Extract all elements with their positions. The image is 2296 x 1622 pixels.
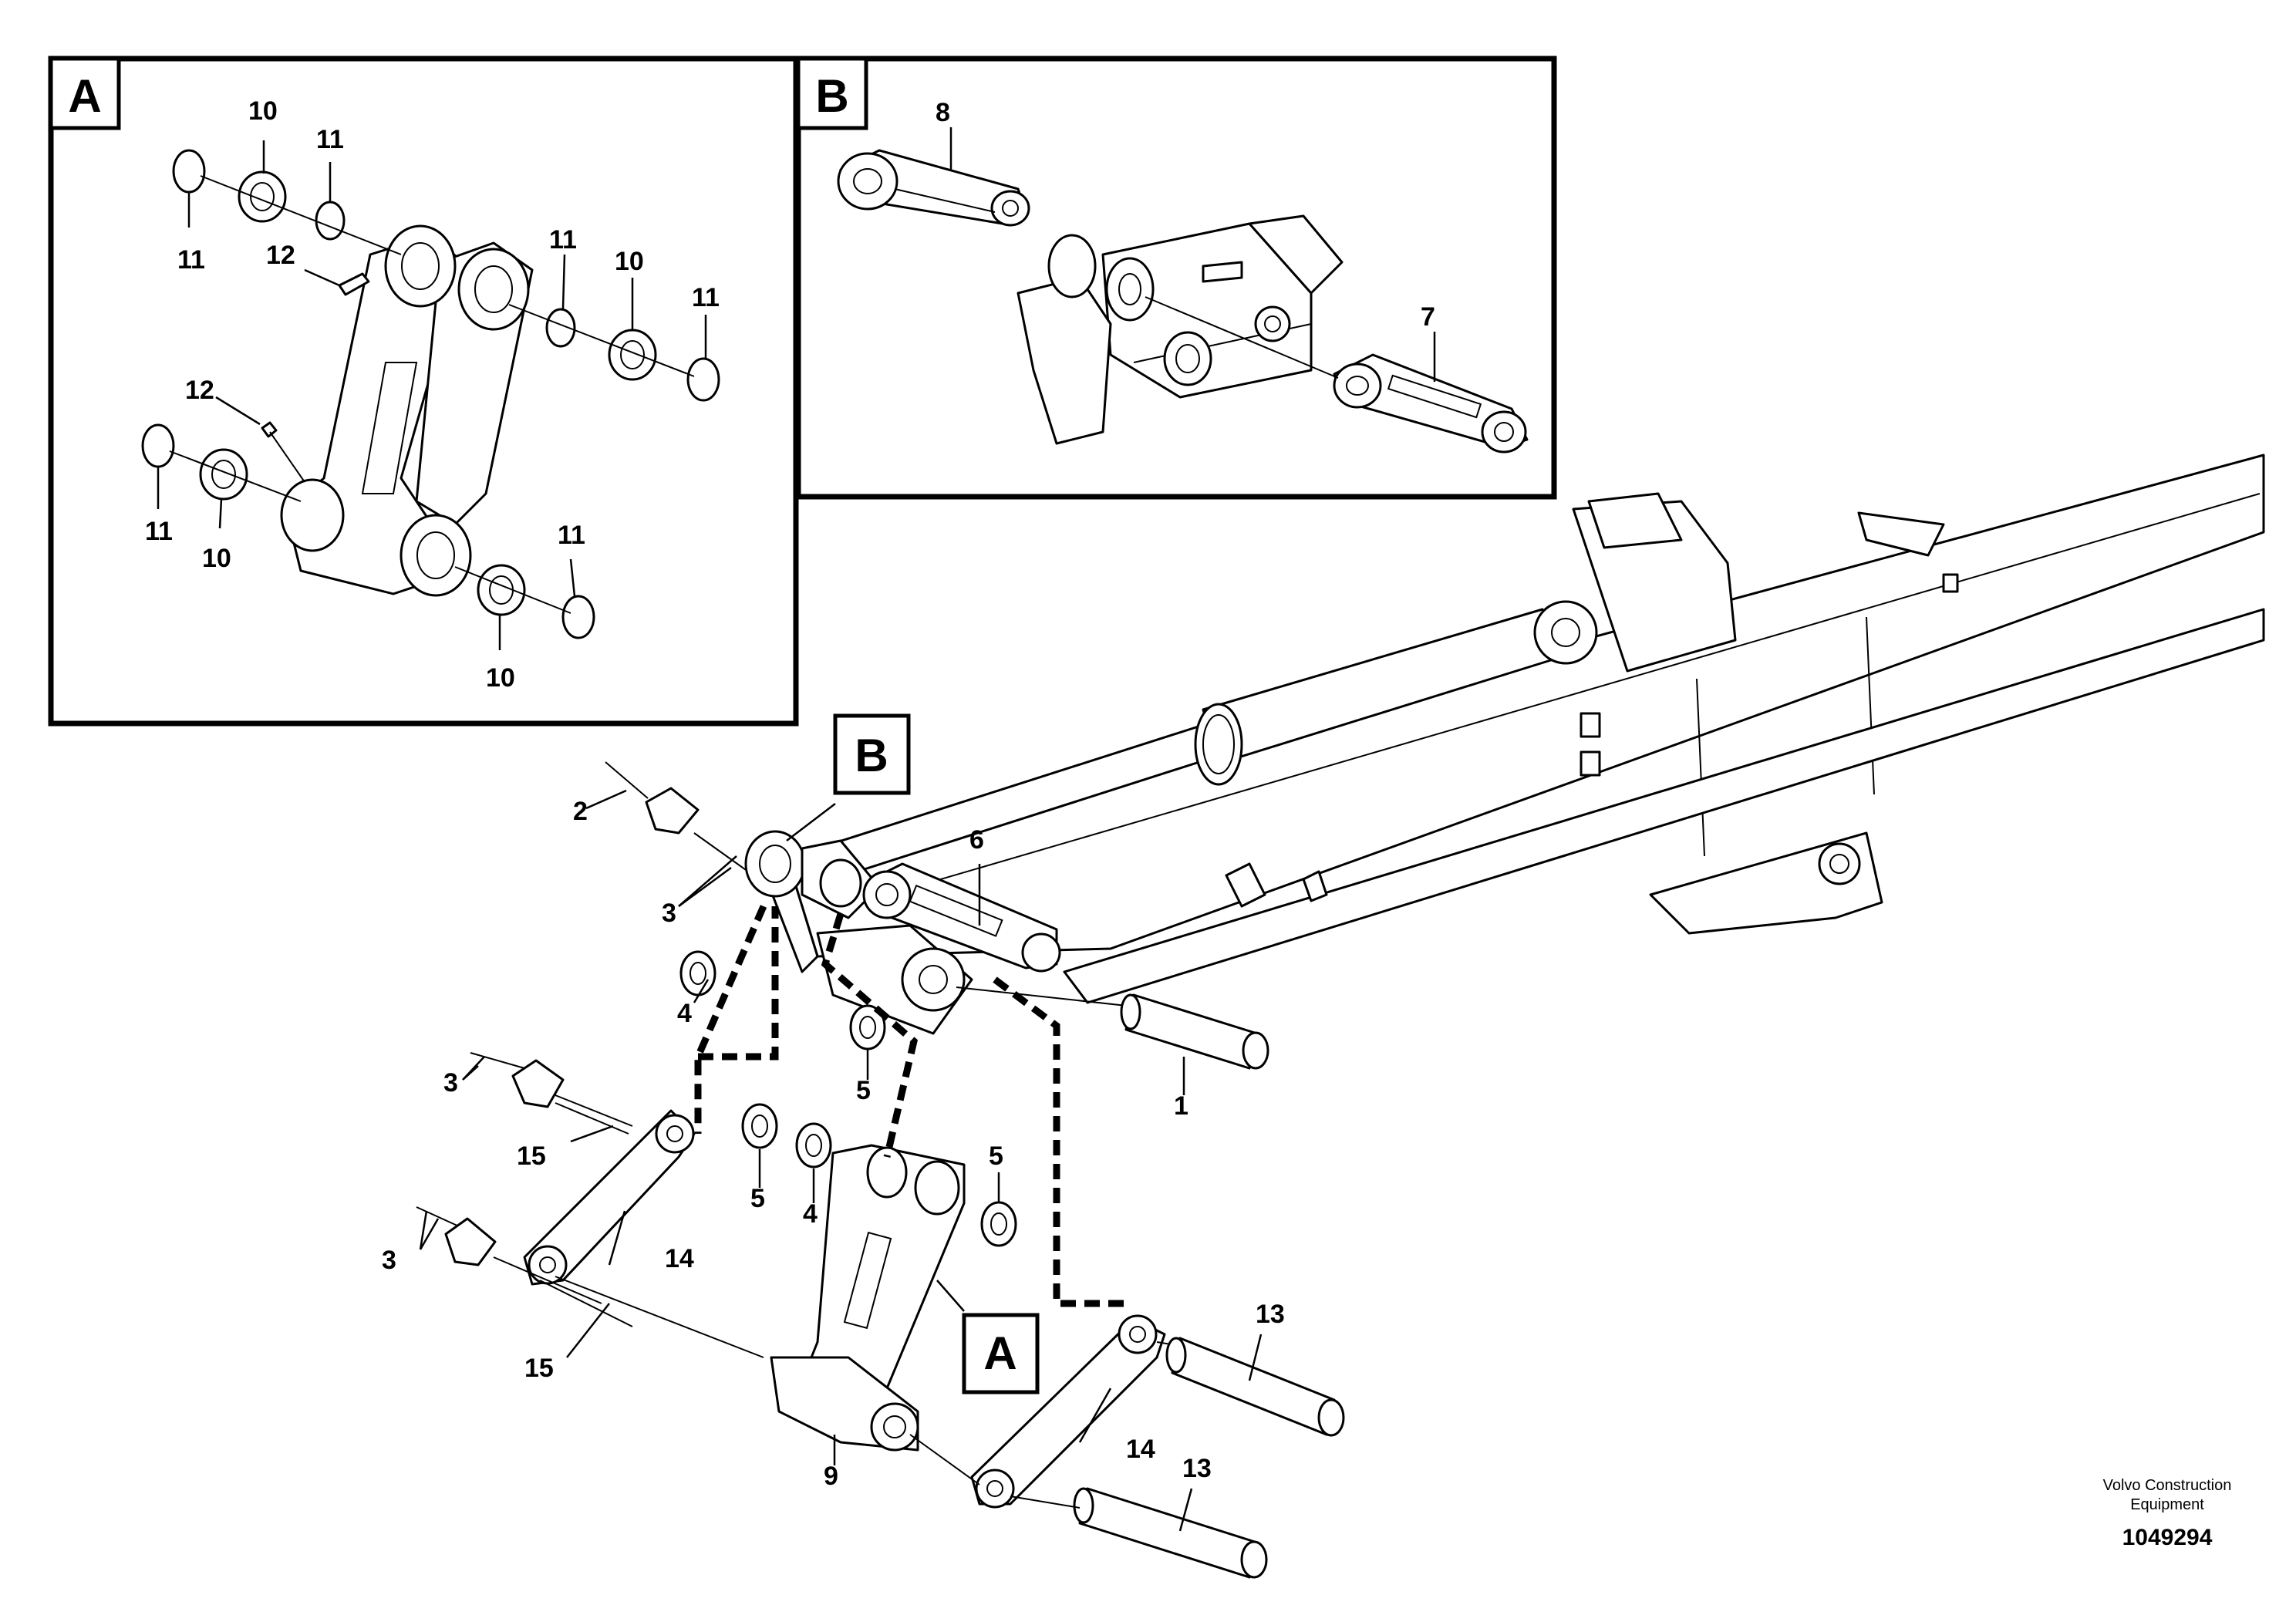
inset-b-letter: B [815,70,848,122]
callout-a-label: A [983,1327,1017,1379]
label-11: 11 [316,125,344,154]
inset-a: A [48,56,799,727]
label-14: 14 [665,1244,694,1273]
callout-b-label: B [855,730,888,781]
assembly-dashed-paths [694,905,1126,1307]
label-10: 10 [248,96,278,126]
label-1: 1 [1174,1091,1188,1121]
label-10: 10 [615,247,644,276]
publisher-line2: Equipment [2130,1496,2204,1513]
footer: Volvo Construction Equipment 1049294 [2103,1477,2232,1550]
illustration-id: 1049294 [2122,1525,2213,1550]
inset-a-letter: A [68,70,101,122]
inset-b: B 8 7 [795,56,1557,500]
label-12: 12 [266,241,295,270]
label-8: 8 [936,98,950,127]
label-10: 10 [486,663,515,693]
label-11: 11 [145,517,173,546]
label-3: 3 [443,1068,458,1098]
label-4: 4 [677,999,692,1028]
label-5: 5 [989,1141,1003,1171]
boom-structure [762,454,2265,1004]
label-11: 11 [177,245,205,275]
main-leader-lines [419,789,1263,1532]
callout-b: B [786,713,911,841]
label-2: 2 [573,797,588,826]
label-10: 10 [202,544,231,573]
label-7: 7 [1421,302,1435,332]
label-11: 11 [558,521,585,550]
label-13: 13 [1182,1454,1212,1483]
label-15: 15 [517,1141,546,1171]
label-5: 5 [750,1184,765,1213]
label-4: 4 [803,1199,818,1229]
label-12: 12 [185,376,214,405]
label-3: 3 [662,899,676,928]
label-11: 11 [549,225,577,255]
label-3: 3 [382,1246,396,1275]
label-14: 14 [1126,1435,1155,1464]
callout-a: A [936,1280,1040,1394]
publisher-line1: Volvo Construction [2103,1477,2232,1494]
label-11: 11 [692,283,720,312]
main-labels: 2 3 4 5 1 6 5 4 5 9 13 13 14 14 3 3 15 1… [382,797,1285,1491]
hydraulic-cylinder [816,600,1598,881]
label-6: 6 [969,825,984,855]
label-13: 13 [1256,1300,1285,1329]
label-9: 9 [824,1462,838,1491]
label-5: 5 [856,1076,871,1105]
main-assembly-parts [416,761,1345,1579]
label-15: 15 [524,1354,554,1383]
